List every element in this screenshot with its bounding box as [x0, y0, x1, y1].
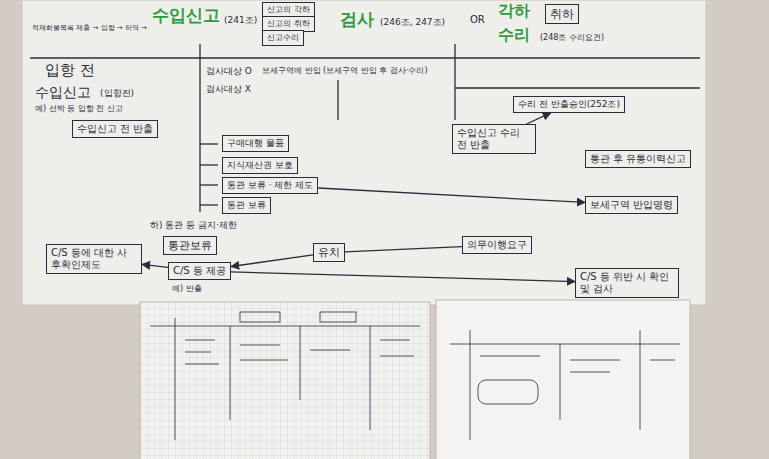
note-text: 적재화물목록 제출 → 입항 → 하역 → — [32, 24, 147, 32]
note-text: 하) 통관 등 금지·제한 — [150, 220, 237, 230]
process-box: 수입신고 수리 전 반출 — [452, 124, 536, 154]
note-sheet — [140, 302, 430, 459]
process-box: 통관 후 유통이력신고 — [585, 150, 691, 168]
connector — [526, 113, 550, 124]
process-box: 신고수리 — [262, 30, 304, 46]
box-text: 취하 — [550, 7, 574, 21]
note-text: 수입신고 — [35, 84, 91, 100]
note-text: (248조 수리요건) — [540, 33, 604, 42]
box-text: 신고수리 — [267, 33, 299, 43]
timeline — [30, 44, 700, 212]
process-box: 수리 전 반출승인(252조) — [513, 96, 625, 113]
main-sheet — [22, 0, 706, 305]
process-box: 구매대행 물품 — [222, 135, 289, 152]
box-text: 신고의 취하 — [267, 19, 310, 29]
process-box: C/S 등 제공 — [168, 262, 231, 280]
box-text: C/S 등에 대한 사후확인제도 — [51, 247, 137, 271]
note-sheet — [436, 300, 690, 459]
note-text: OR — [470, 14, 485, 26]
note-text: 각하 — [498, 2, 530, 20]
box-text: 수리 전 반출승인(252조) — [518, 99, 620, 110]
connector — [231, 255, 313, 267]
box-text: 의무이행요구 — [467, 239, 527, 251]
box-text: 통관 보류 · 제한 제도 — [227, 180, 313, 191]
sketch-lines — [150, 312, 680, 440]
process-box: 통관 보류 — [222, 197, 271, 214]
process-box: C/S 등 위반 시 확인 및 검사 — [575, 268, 679, 298]
note-text: 검사대상 X — [206, 84, 251, 94]
grid-paper — [140, 302, 430, 459]
box-text: 통관 보류 — [227, 200, 266, 211]
note-text: 예) 반출 — [172, 284, 202, 293]
box-text: 지식재산권 보호 — [227, 160, 293, 171]
box-text: 보세구역 반입명령 — [590, 199, 673, 211]
process-box: C/S 등에 대한 사후확인제도 — [46, 244, 142, 274]
box-text: 통관보류 — [168, 239, 212, 252]
process-box: 보세구역 반입명령 — [585, 196, 678, 214]
note-text: (241조) — [224, 15, 257, 25]
process-box: 의무이행요구 — [462, 236, 532, 254]
note-text: 보세구역에 반입 (보세구역 반입 후 검사·수리) — [262, 66, 428, 75]
process-box: 취하 — [545, 4, 579, 24]
note-text: 수리 — [498, 26, 530, 44]
note-text: 입항 전 — [45, 62, 95, 79]
process-box: 유치 — [313, 243, 345, 262]
note-text: 검사 — [340, 10, 374, 30]
note-text: 수입신고 — [152, 6, 220, 26]
process-box: 통관 보류 · 제한 제도 — [222, 177, 318, 194]
box-text: 통관 후 유통이력신고 — [590, 153, 686, 165]
box-text: 수입신고 수리 전 반출 — [457, 127, 531, 151]
process-box: 수입신고 전 반출 — [72, 120, 158, 138]
connector — [318, 188, 585, 202]
connector — [142, 264, 168, 267]
box-text: C/S 등 제공 — [173, 265, 226, 277]
connector — [231, 272, 575, 282]
note-text: 검사대상 O — [206, 66, 252, 76]
process-box: 통관보류 — [163, 236, 217, 255]
box-text: 수입신고 전 반출 — [77, 123, 153, 135]
box-text: C/S 등 위반 시 확인 및 검사 — [580, 271, 674, 295]
note-text: (246조, 247조) — [380, 17, 445, 27]
process-box: 지식재산권 보호 — [222, 157, 298, 174]
box-text: 구매대행 물품 — [227, 138, 284, 149]
box-text: 유치 — [318, 246, 340, 259]
note-text: 예) 선박 등 입항 전 신고 — [35, 104, 123, 113]
connector — [345, 247, 462, 252]
box-text: 신고의 각하 — [267, 5, 310, 15]
note-text: (입항전) — [100, 88, 134, 98]
